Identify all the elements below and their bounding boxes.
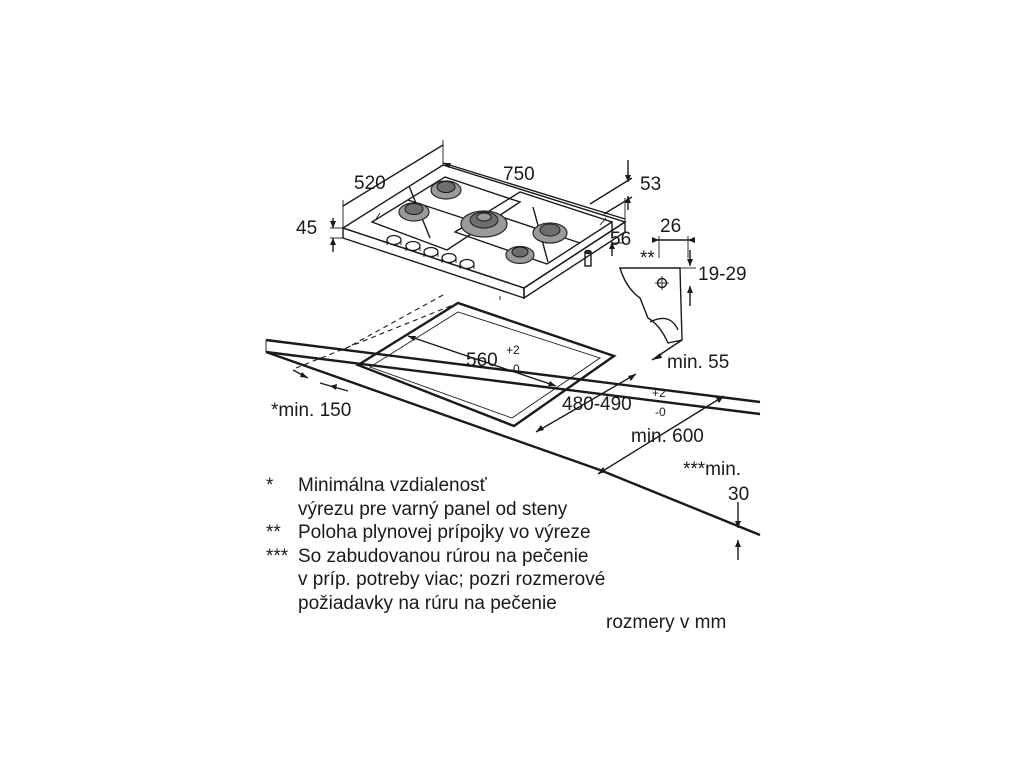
dim-45: 45 (296, 218, 317, 239)
footnote-text: výrezu pre varný panel od steny (298, 498, 568, 520)
dim-560: 560 (466, 350, 498, 371)
dim-53: 53 (640, 174, 661, 195)
footnote-row: v príp. potreby viac; pozri rozmerové (266, 568, 766, 592)
footnote-text: požiadavky na rúru na pečenie (298, 592, 557, 614)
footnote-marker: ** (266, 522, 281, 543)
footnote-row: *** So zabudovanou rúrou na pečenie (266, 545, 766, 569)
dim-min-55: min. 55 (667, 352, 729, 373)
worktop-cutout (265, 294, 761, 560)
footnote-text: Poloha plynovej prípojky vo výreze (298, 522, 591, 543)
footnote-text: So zabudovanou rúrou na pečenie (298, 545, 589, 567)
dim-480-490: 480-490 (562, 394, 632, 415)
footnote-row: * Minimálna vzdialenosť (266, 474, 766, 498)
dim-480-tol-plus: +2 (652, 386, 666, 400)
dim-min-30-label: ***min. (683, 459, 741, 480)
burner-front-left (398, 202, 430, 222)
burner-front-right (505, 245, 535, 265)
burner-rear-left (430, 180, 462, 200)
control-knobs (386, 234, 475, 270)
dim-min-150: *min. 150 (271, 400, 351, 421)
hob-dimensions (330, 140, 633, 256)
gas-connection-stub (584, 249, 592, 267)
dim-26: 26 (660, 216, 681, 237)
gas-connection-detail (619, 236, 696, 361)
burner-rear-right (532, 222, 568, 244)
footnote-marker: *** (266, 545, 289, 567)
footnote-row: ** Poloha plynovej prípojky vo výreze (266, 521, 766, 545)
gas-marker: ** (640, 248, 655, 269)
gas-hob-drawing (341, 164, 627, 300)
dim-min-600: min. 600 (631, 426, 704, 447)
dim-480-tol-minus: -0 (655, 405, 666, 419)
footnotes: * Minimálna vzdialenosť výrezu pre varný… (266, 474, 766, 615)
dim-750: 750 (503, 164, 535, 185)
burner-wok-center (460, 210, 508, 238)
dim-min-30-value: 30 (728, 484, 749, 505)
footnote-row: požiadavky na rúru na pečenie (266, 592, 766, 616)
units-label: rozmery v mm (606, 612, 727, 633)
footnote-row: výrezu pre varný panel od steny (266, 498, 766, 522)
dim-560-tol-minus: -0 (509, 362, 520, 376)
footnote-text: v príp. potreby viac; pozri rozmerové (298, 569, 606, 590)
dim-19-29: 19-29 (698, 264, 747, 285)
dim-56: 56 (610, 229, 631, 250)
dim-560-tol-plus: +2 (506, 343, 520, 357)
footnote-text: Minimálna vzdialenosť (298, 475, 487, 496)
footnote-marker: * (266, 475, 274, 496)
dim-520: 520 (354, 173, 386, 194)
